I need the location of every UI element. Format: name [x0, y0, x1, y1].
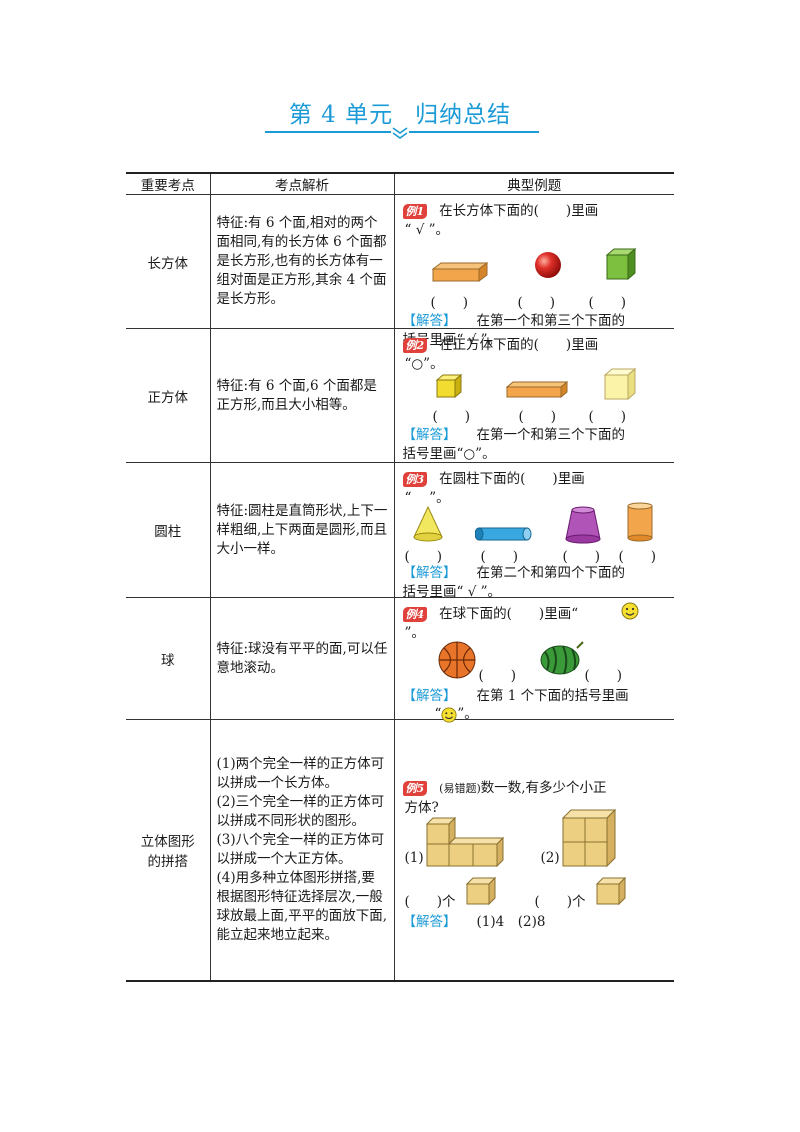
- table-header-row: 重要考点 考点解析 典型例题: [126, 172, 674, 195]
- question-text: 在球下面的( )里画“: [439, 606, 579, 622]
- example-cell: 例2 在正方体下面的( )里画 “○”。 ( ): [393, 328, 674, 463]
- answer-label: 【解答】: [402, 688, 457, 704]
- cube-figure: [605, 247, 636, 281]
- topic-cell: 正方体: [126, 328, 211, 463]
- topic-cell: 圆柱: [126, 462, 211, 598]
- example-badge: 例1: [402, 204, 428, 219]
- answer-label: 【解答】: [402, 565, 457, 581]
- cone-figure: [412, 505, 443, 542]
- answer-text-3: ”。: [457, 706, 478, 722]
- horizontal-cylinder-figure: [474, 527, 531, 541]
- example-cell: 例5 (易错题)数一数,有多少个小正 方体? (1): [393, 719, 674, 982]
- answer-label: 【解答】: [402, 914, 457, 930]
- question-text: 在圆柱下面的( )里画: [439, 471, 585, 487]
- analysis-cell: 特征:圆柱是直筒形状,上下一样粗细,上下两面是圆形,而且大小一样。: [209, 462, 395, 598]
- analysis-item: (2)三个完全一样的正方体可以拼成不同形状的图形。: [216, 794, 385, 829]
- double-chevron-icon: [392, 127, 408, 139]
- answer-label: 【解答】: [402, 313, 457, 329]
- answer-paren[interactable]: ( ): [562, 549, 601, 565]
- topic-cell: 立体图形的拼搭: [126, 719, 211, 982]
- stacked-cubes-figure-1: [425, 816, 504, 868]
- answer-paren[interactable]: ( ): [517, 295, 556, 311]
- count-blank-1[interactable]: ( )个: [404, 894, 456, 910]
- answer-text: 在第一个和第三个下面的: [476, 313, 626, 329]
- unit-cube-icon: [465, 876, 496, 906]
- header-examples: 典型例题: [393, 172, 674, 195]
- topic-cell: 球: [126, 597, 211, 720]
- title-rule-left: [265, 131, 391, 133]
- header-key-points: 重要考点: [126, 172, 211, 195]
- error-prone-tag: (易错题): [439, 782, 481, 795]
- page-title: 第 4 单元归纳总结: [0, 95, 800, 129]
- example-cell: 例4 在球下面的( )里画“ ”。 ( ) ( ): [393, 597, 674, 723]
- example-badge: 例5: [402, 781, 428, 796]
- table-row: 长方体 特征:有 6 个面,相对的两个面相同,有的长方体 6 个面都是长方形,也…: [126, 194, 674, 348]
- analysis-item: (3)八个完全一样的正方体可以拼成一个大正方体。: [216, 832, 385, 867]
- table-row: 球 特征:球没有平平的面,可以任意地滚动。 例4 在球下面的( )里画“ ”。: [126, 597, 674, 723]
- analysis-cell: 特征:有 6 个面,相对的两个面相同,有的长方体 6 个面都是长方形,也有的长方…: [209, 194, 395, 329]
- answer-label: 【解答】: [402, 427, 457, 443]
- analysis-cell: 特征:球没有平平的面,可以任意地滚动。: [209, 597, 395, 720]
- smiley-icon: [441, 706, 457, 723]
- analysis-cell: 特征:有 6 个面,6 个面都是正方形,而且大小相等。: [209, 328, 395, 463]
- question-text-2: “ ”。: [404, 490, 450, 506]
- table-row: 正方体 特征:有 6 个面,6 个面都是正方形,而且大小相等。 例2 在正方体下面…: [126, 328, 674, 463]
- unit-subtitle: 归纳总结: [415, 102, 512, 128]
- figure-label-2: (2): [540, 850, 560, 866]
- basketball-figure: [438, 641, 475, 679]
- answer-paren[interactable]: ( ): [480, 549, 519, 565]
- answer-paren[interactable]: ( ): [432, 409, 471, 425]
- answer-text: 在第 1 个下面的括号里画: [476, 688, 629, 704]
- count-blank-2[interactable]: ( )个: [534, 894, 586, 910]
- question-text-2: “ √ ”。: [404, 222, 450, 238]
- cuboid-figure: [431, 262, 488, 282]
- table-row: 立体图形的拼搭 (1)两个完全一样的正方体可以拼成一个长方体。 (2)三个完全一…: [126, 719, 674, 982]
- question-text-2: “○”。: [404, 356, 444, 372]
- example-badge: 例3: [402, 472, 428, 487]
- answer-text-2: 括号里画“ √ ”。: [402, 584, 502, 600]
- figure-label-1: (1): [404, 850, 424, 866]
- answer-text-2: 括号里画“○”。: [402, 446, 496, 462]
- cylinder-figure: [627, 502, 652, 542]
- topic-cell: 长方体: [126, 194, 211, 329]
- unit-cube-icon: [595, 876, 626, 906]
- analysis-item: (4)用多种立体图形拼搭,要根据图形特征选择层次,一般球放最上面,平平的面放下面…: [216, 870, 388, 943]
- question-text: 在长方体下面的( )里画: [439, 203, 599, 219]
- answer-text: 在第一个和第三个下面的: [476, 427, 626, 443]
- answer-paren[interactable]: ( ): [478, 668, 517, 684]
- example-cell: 例3 在圆柱下面的( )里画 “ ”。: [393, 462, 674, 600]
- stacked-cubes-figure-2: [561, 808, 616, 868]
- analysis-cell: (1)两个完全一样的正方体可以拼成一个长方体。 (2)三个完全一样的正方体可以拼…: [209, 719, 395, 982]
- question-text-2: ”。: [404, 625, 425, 641]
- summary-table: 重要考点 考点解析 典型例题 长方体 特征:有 6 个面,相对的两个面相同,有的…: [126, 172, 674, 982]
- yellow-cube-figure: [435, 373, 462, 399]
- answer-paren[interactable]: ( ): [404, 549, 443, 565]
- cuboid-figure: [505, 381, 568, 399]
- answer-paren[interactable]: ( ): [584, 668, 623, 684]
- analysis-item: (1)两个完全一样的正方体可以拼成一个长方体。: [216, 756, 385, 791]
- smiley-icon: [621, 602, 638, 620]
- answer-paren[interactable]: ( ): [618, 549, 657, 565]
- answer-paren[interactable]: ( ): [430, 295, 469, 311]
- title-rule-right: [409, 131, 539, 133]
- example-badge: 例4: [402, 607, 428, 622]
- sphere-figure: [534, 252, 561, 278]
- frustum-figure: [564, 506, 601, 544]
- answer-paren[interactable]: ( ): [518, 409, 557, 425]
- question-text-2: 方体?: [404, 800, 439, 816]
- question-text: 数一数,有多少个小正: [480, 780, 607, 796]
- header-analysis: 考点解析: [209, 172, 395, 195]
- answer-text: 在第二个和第四个下面的: [476, 565, 626, 581]
- example-badge: 例2: [402, 338, 428, 353]
- unit-label: 第 4 单元: [288, 102, 394, 128]
- answer-paren[interactable]: ( ): [588, 409, 627, 425]
- example-cell: 例1 在长方体下面的( )里画 “ √ ”。 ( ) ( ): [393, 194, 674, 348]
- light-cube-figure: [603, 367, 636, 401]
- answer-text-2: “: [434, 706, 442, 722]
- watermelon-figure: [540, 641, 584, 675]
- table-row: 圆柱 特征:圆柱是直筒形状,上下一样粗细,上下两面是圆形,而且大小一样。 例3 在…: [126, 462, 674, 600]
- answer-text: (1)4 (2)8: [476, 914, 546, 930]
- question-text: 在正方体下面的( )里画: [439, 337, 599, 353]
- answer-paren[interactable]: ( ): [588, 295, 627, 311]
